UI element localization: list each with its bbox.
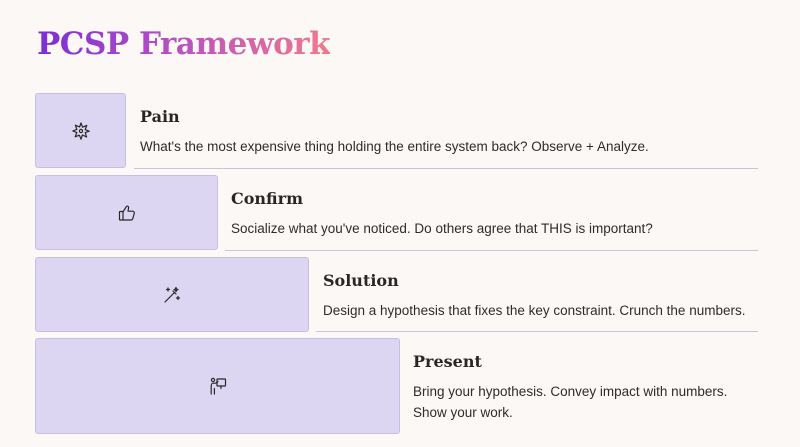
- step-pain-text: Pain What's the most expensive thing hol…: [140, 106, 760, 157]
- page-title: PCSP Framework: [37, 22, 331, 66]
- step-confirm-text: Confirm Socialize what you've noticed. D…: [231, 188, 771, 239]
- thumbs-up-icon: [117, 203, 137, 223]
- step-pain-divider: [134, 168, 758, 169]
- step-confirm-heading: Confirm: [231, 189, 304, 208]
- step-solution-divider: [316, 331, 758, 332]
- step-present-text: Present Bring your hypothesis. Convey im…: [413, 351, 763, 423]
- magic-wand-icon: [162, 285, 182, 305]
- step-pain-heading: Pain: [140, 107, 180, 126]
- step-solution-text: Solution Design a hypothesis that fixes …: [323, 270, 763, 321]
- step-solution-box: [35, 257, 309, 332]
- step-present-heading: Present: [413, 352, 482, 371]
- presentation-icon: [208, 376, 228, 396]
- step-present-description: Bring your hypothesis. Convey impact wit…: [413, 384, 728, 420]
- step-solution-heading: Solution: [323, 271, 399, 290]
- burst-icon: [71, 121, 91, 141]
- step-pain-box: [35, 93, 126, 168]
- step-present-box: [35, 338, 400, 434]
- step-confirm-description: Socialize what you've noticed. Do others…: [231, 221, 653, 236]
- step-confirm-box: [35, 175, 218, 250]
- step-confirm-divider: [225, 250, 758, 251]
- step-pain-description: What's the most expensive thing holding …: [140, 139, 649, 154]
- step-solution-description: Design a hypothesis that fixes the key c…: [323, 303, 746, 318]
